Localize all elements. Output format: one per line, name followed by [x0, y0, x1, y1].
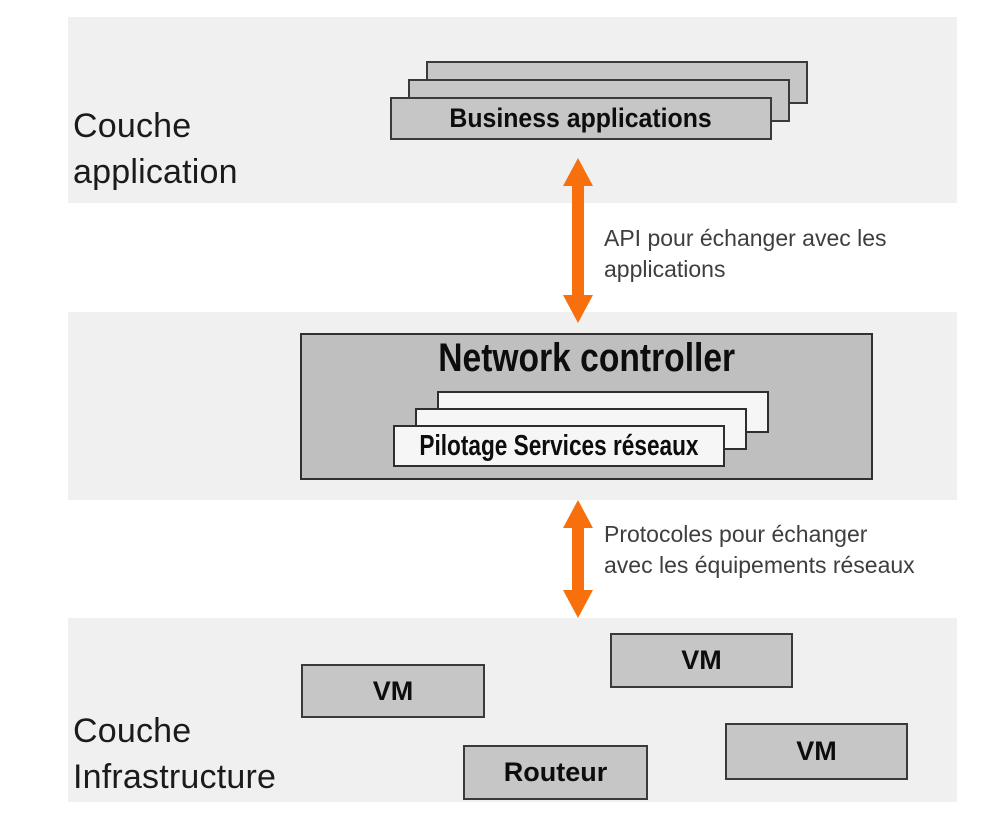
vm-node-label: VM [372, 675, 414, 706]
bidirectional-arrow-icon [563, 158, 593, 323]
vm-node: VM [301, 664, 485, 718]
network-controller-title-text: Network controller [438, 336, 735, 380]
pilotage-services-box: Pilotage Services réseaux [393, 425, 725, 467]
api-connector-label: API pour échanger avec les applications [604, 225, 887, 282]
pilotage-services-label: Pilotage Services réseaux [419, 429, 699, 462]
bidirectional-arrow-icon [563, 500, 593, 618]
network-controller-title: Network controller [300, 336, 873, 381]
business-applications-label: Business applications [449, 103, 713, 133]
business-applications-box: Business applications [390, 97, 772, 140]
infrastructure-layer-label: Couche Infrastructure [73, 712, 277, 796]
vm-node: VM [610, 633, 793, 688]
vm-node-label: VM [796, 736, 837, 766]
vm-node-label: VM [681, 645, 722, 675]
protocols-connector-label: Protocoles pour échanger avec les équipe… [604, 521, 915, 578]
router-node-label: Routeur [503, 757, 608, 787]
router-node: Routeur [463, 745, 648, 800]
vm-node: VM [725, 723, 908, 780]
application-layer-label: Couche application [73, 107, 238, 191]
